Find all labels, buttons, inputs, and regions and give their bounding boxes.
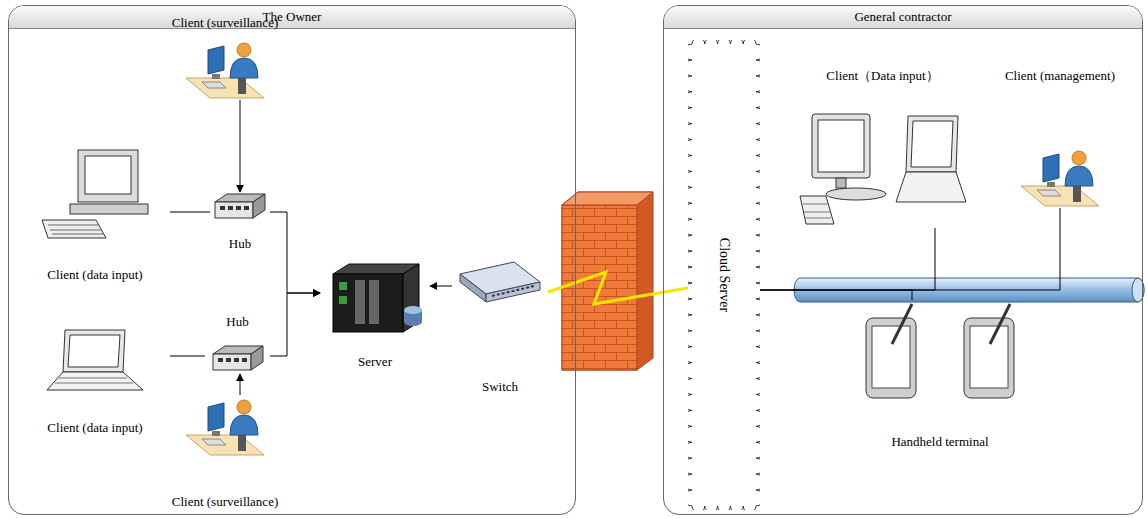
device-icon <box>213 192 267 222</box>
connector-line <box>240 374 241 395</box>
wireless-link <box>548 272 688 304</box>
device-label: Client (data input) <box>47 420 142 436</box>
device-label: Client（Data input） <box>826 68 938 84</box>
device-icon <box>798 112 968 228</box>
device-icon <box>40 148 150 240</box>
device-icon <box>184 395 266 457</box>
device-label: Client (surveillance) <box>172 494 279 510</box>
device-label: Client (data input) <box>47 267 142 283</box>
device-node: Switch <box>452 260 548 395</box>
device-node: Client (surveillance) <box>150 395 300 510</box>
desktop-computer-icon <box>40 148 150 240</box>
device-node: Handheld terminal <box>850 300 1030 450</box>
device-icon <box>211 344 265 374</box>
device-label: Client (management) <box>1005 68 1115 84</box>
hub-icon <box>211 344 265 374</box>
group-panel: General contractorCloud Server Client（Dat… <box>663 5 1143 515</box>
device-node: Hub <box>205 314 270 374</box>
person-at-desk-icon <box>1019 146 1101 208</box>
device-node: Client (data input) <box>20 328 170 436</box>
group-panel: The OwnerClient (surveillance)Client (da… <box>8 5 576 515</box>
server-icon <box>323 262 427 336</box>
connector-line <box>240 100 241 192</box>
person-at-desk-icon <box>184 38 266 100</box>
laptop-icon <box>45 328 145 394</box>
connector-line <box>270 212 320 293</box>
person-at-desk-icon <box>184 395 266 457</box>
device-node: Client (data input) <box>20 148 170 283</box>
panel-title: General contractor <box>854 9 951 25</box>
device-label: Server <box>358 354 392 370</box>
device-label: Hub <box>229 236 251 252</box>
switch-icon <box>458 260 542 310</box>
device-icon <box>852 300 1028 404</box>
device-label: Handheld terminal <box>891 434 988 450</box>
device-label: Cloud Server <box>716 238 732 312</box>
connector-line <box>170 212 210 213</box>
cloud-node: Cloud Server <box>688 40 760 510</box>
connector-line <box>270 293 320 356</box>
device-icon <box>1019 146 1101 208</box>
device-node: Hub <box>210 192 270 252</box>
device-icon <box>458 260 542 310</box>
connector-line <box>760 228 935 290</box>
connector-line <box>170 356 205 357</box>
device-label: Client (surveillance) <box>172 15 279 31</box>
desktop-and-laptop-icon <box>798 112 968 228</box>
device-icon <box>184 38 266 100</box>
connector-line <box>760 290 912 300</box>
device-node: Client (surveillance) <box>150 15 300 100</box>
handheld-terminal-icon <box>852 300 1028 404</box>
device-node: Client（Data input） <box>795 68 970 228</box>
device-icon <box>323 262 427 336</box>
panel-header: The Owner <box>9 6 575 29</box>
connector-line <box>430 286 452 287</box>
device-icon <box>45 328 145 394</box>
device-node: Client (management) <box>985 68 1135 208</box>
hub-icon <box>213 192 267 222</box>
device-node: Server <box>320 262 430 370</box>
panel-header: General contractor <box>664 6 1142 29</box>
device-label: Switch <box>482 379 518 395</box>
device-label: Hub <box>226 314 248 330</box>
